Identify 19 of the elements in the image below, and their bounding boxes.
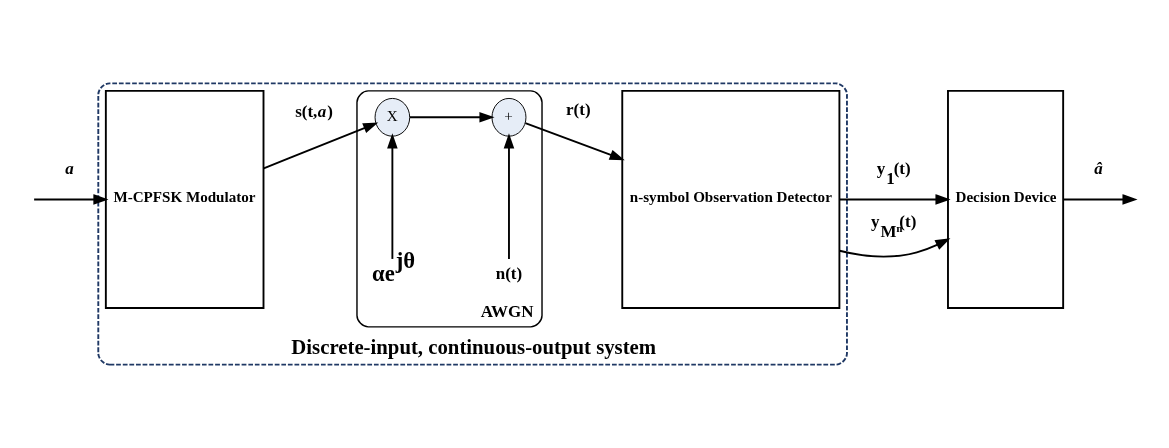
arrow [503, 133, 515, 260]
node-ellipse: + [491, 97, 527, 137]
arrow [524, 122, 625, 161]
arrow [33, 194, 109, 205]
arrow [387, 133, 398, 260]
arrow [838, 194, 951, 205]
edge-label: a [65, 159, 74, 179]
edge-label: r(t) [566, 99, 591, 119]
arrow [838, 238, 951, 258]
node-box: Decision Device [947, 89, 1065, 309]
arrow [1062, 194, 1138, 205]
node-box: n-symbol Observation Detector [621, 89, 841, 309]
node-box: M-CPFSK Modulator [104, 89, 265, 309]
node-circle: X [374, 97, 411, 137]
edge-label: â [1094, 159, 1103, 179]
edge-label: s(t,a) [295, 101, 333, 121]
arrow [262, 122, 379, 170]
node-text: n(t) [495, 264, 523, 284]
arrow [409, 112, 495, 123]
